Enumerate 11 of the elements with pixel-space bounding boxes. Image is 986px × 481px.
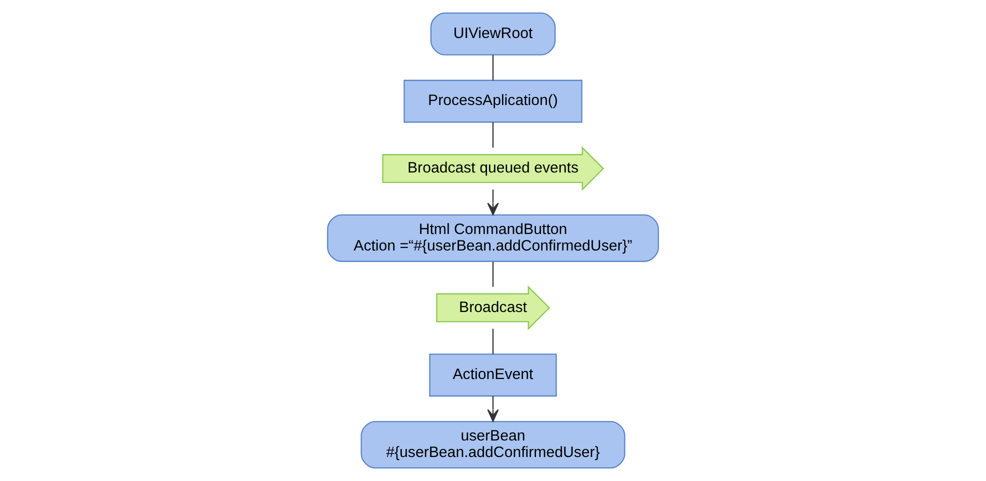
node-box: ProcessAplication()	[404, 80, 582, 123]
node-box: Html CommandButton Action =“#{userBean.addConfirmedUser}”	[327, 214, 659, 262]
arrow	[487, 396, 499, 422]
node-box: userBean #{userBean.addConfirmedUser}	[360, 420, 626, 469]
node-box: UIViewRoot	[430, 12, 556, 56]
node-box: ActionEvent	[429, 354, 557, 397]
arrow	[487, 190, 499, 216]
connector	[492, 262, 494, 287]
connector	[492, 328, 494, 354]
connector	[492, 54, 494, 80]
connector	[492, 122, 494, 148]
